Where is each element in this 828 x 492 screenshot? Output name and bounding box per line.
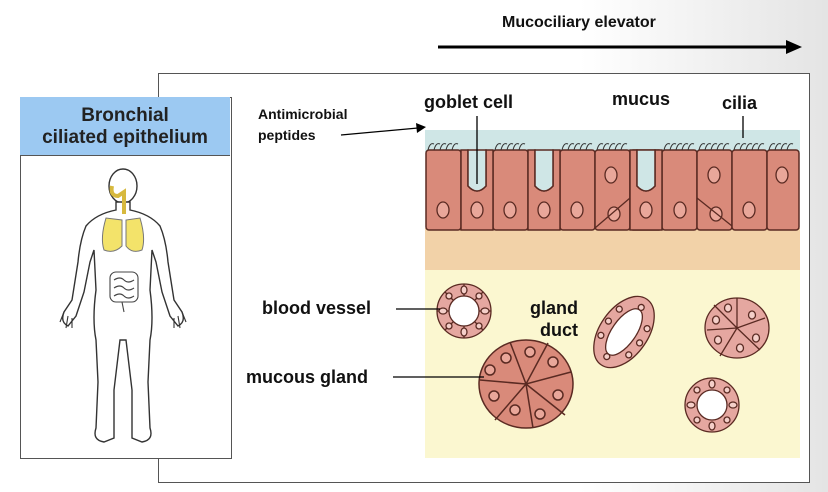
gland-duct-label-line2: duct — [540, 320, 578, 340]
gland-duct — [593, 295, 655, 369]
gland-duct-label-line1: gland — [530, 298, 578, 318]
cilia-label: cilia — [722, 93, 758, 113]
small-gland-right — [704, 297, 770, 359]
antimicrobial-arrow-line — [340, 127, 419, 136]
mucus-layer — [425, 130, 800, 152]
panel-title-line2: ciliated epithelium — [42, 127, 208, 148]
mucous-gland — [478, 339, 574, 429]
blood-vessel — [436, 283, 492, 339]
panel-title-line1: Bronchial — [81, 105, 169, 126]
mucus-label: mucus — [612, 89, 671, 109]
mucous-gland-label: mucous gland — [246, 367, 369, 387]
blood-vessel-label: blood vessel — [262, 298, 372, 318]
lamina-propria — [425, 228, 800, 270]
goblet-cell-label: goblet cell — [424, 92, 514, 112]
mucociliary-elevator-label: Mucociliary elevator — [502, 14, 656, 31]
cilia — [427, 143, 794, 151]
goblet-cells — [460, 149, 663, 231]
panel-header: Bronchial ciliated epithelium — [20, 97, 230, 156]
antimicrobial-arrowhead — [416, 123, 426, 133]
small-vessel-bottom — [684, 377, 740, 433]
nuclei — [436, 166, 789, 222]
antimicrobial-label-line1: Antimicrobial — [258, 106, 348, 122]
antimicrobial-label-line2: peptides — [258, 127, 316, 143]
